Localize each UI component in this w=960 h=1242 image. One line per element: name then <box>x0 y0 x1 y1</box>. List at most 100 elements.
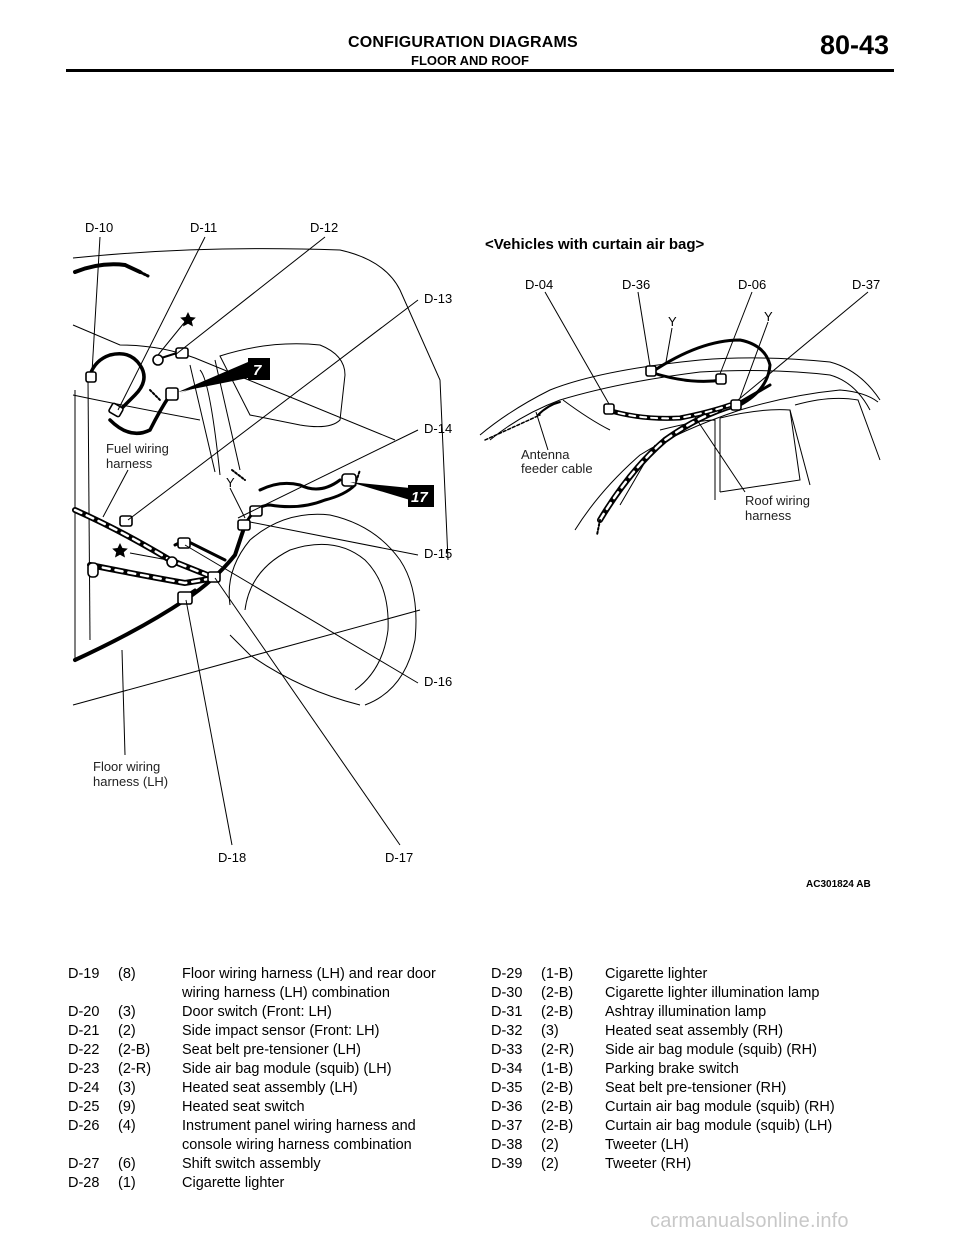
connector-description: Curtain air bag module (squib) (LH) <box>605 1118 833 1134</box>
legend-row: D-36(2-B)Curtain air bag module (squib) … <box>491 1098 911 1117</box>
connector-description: Instrument panel wiring harness and cons… <box>182 1118 416 1153</box>
legend-row: D-27(6)Shift switch assembly <box>68 1155 468 1174</box>
pin-count: (2-B) <box>541 1004 574 1020</box>
pin-count: (2-B) <box>541 985 574 1001</box>
pin-count: (2-R) <box>541 1042 575 1058</box>
connector-description: Side air bag module (squib) (RH) <box>605 1042 817 1058</box>
connector-description: Shift switch assembly <box>182 1156 321 1172</box>
connector-description: Heated seat switch <box>182 1099 305 1115</box>
connector-description: Cigarette lighter <box>182 1175 285 1191</box>
connector-id: D-34 <box>491 1061 523 1077</box>
connector-description: Door switch (Front: LH) <box>182 1004 332 1020</box>
page-title: CONFIGURATION DIAGRAMS <box>348 34 578 51</box>
legend-row: D-33(2-R)Side air bag module (squib) (RH… <box>491 1041 911 1060</box>
connector-label: D-15 <box>424 546 452 561</box>
connector-description: Floor wiring harness (LH) and rear door … <box>182 966 436 1001</box>
connector-description: Seat belt pre-tensioner (RH) <box>605 1080 787 1096</box>
pin-count: (2) <box>541 1156 559 1172</box>
roof-harness-label: Roof wiring <box>745 493 810 508</box>
left-labels: D-10 D-11 D-12 D-13 D-14 D-15 D-16 D-17 … <box>85 220 452 865</box>
connector-description: Cigarette lighter <box>605 966 708 982</box>
y-mark: Y <box>226 475 235 490</box>
legend-row: D-35 (2-B) Seat belt pre-tensioner (RH) <box>491 1079 911 1098</box>
left-vehicle-outline <box>72 248 449 706</box>
right-leader-lines <box>535 291 869 493</box>
right-labels: D-04 D-36 D-06 D-37 Y Y Antenna feeder c… <box>521 277 880 523</box>
pin-count: (3) <box>118 1080 136 1096</box>
connector-id: D-31 <box>491 1004 523 1020</box>
pin-count: (2-R) <box>118 1061 152 1077</box>
legend-row: D-19 (8) Floor wiring harness (LH) and rea… <box>68 965 468 1003</box>
antenna-label: feeder cable <box>521 461 593 476</box>
pin-count: (3) <box>541 1023 559 1039</box>
connector-id: D-35 <box>491 1080 523 1096</box>
pin-count: (3) <box>118 1004 136 1020</box>
badge-17: 17 <box>350 482 434 507</box>
fuel-harness-label: harness <box>106 456 153 471</box>
pin-count: (1-B) <box>541 1061 574 1077</box>
connector-label: D-18 <box>218 850 246 865</box>
connector-id: D-36 <box>491 1099 523 1115</box>
connector-label: D-16 <box>424 674 452 689</box>
legend-row: D-32 (3) Heated seat assembly (RH) <box>491 1022 911 1041</box>
pin-count: (2-B) <box>118 1042 151 1058</box>
connector-id: D-22 <box>68 1042 100 1058</box>
legend-row: D-29(1-B)Cigarette lighter <box>491 965 911 984</box>
right-vehicle-outline <box>479 357 881 531</box>
curtain-airbag-title: <Vehicles with curtain air bag> <box>485 236 704 253</box>
legend-row: D-23 (2-R) Side air bag module (squib) (LH… <box>68 1060 468 1079</box>
svg-text:17: 17 <box>411 489 428 506</box>
connector-label: D-04 <box>525 277 553 292</box>
legend-row: D-34(1-B)Parking brake switch <box>491 1060 911 1079</box>
legend-row: D-28(1)Cigarette lighter <box>68 1174 468 1193</box>
legend-row: D-21 (2) Side impact sensor (Front: LH) <box>68 1022 468 1041</box>
antenna-label: Antenna <box>521 447 570 462</box>
pin-count: (1) <box>118 1175 136 1191</box>
connector-id: D-26 <box>68 1118 100 1134</box>
pin-count: (8) <box>118 966 136 982</box>
connector-id: D-19 <box>68 966 100 982</box>
connector-description: Side impact sensor (Front: LH) <box>182 1023 380 1039</box>
page-subtitle: FLOOR AND ROOF <box>411 53 529 68</box>
figure-code: AC301824 AB <box>806 879 871 890</box>
pin-count: (9) <box>118 1099 136 1115</box>
pin-count: (2) <box>118 1023 136 1039</box>
connector-description: Side air bag module (squib) (LH) <box>182 1061 392 1077</box>
left-leader-lines <box>91 236 419 846</box>
connector-description: Seat belt pre-tensioner (LH) <box>182 1042 361 1058</box>
legend-row: D-26(4)Instrument panel wiring harness a… <box>68 1117 468 1155</box>
connector-label: D-37 <box>852 277 880 292</box>
legend-row: D-31(2-B)Ashtray illumination lamp <box>491 1003 911 1022</box>
legend-row: D-25 (9) Heated seat switch <box>68 1098 468 1117</box>
legend-row: D-30(2-B)Cigarette lighter illumination … <box>491 984 911 1003</box>
pin-count: (1-B) <box>541 966 574 982</box>
y-mark: Y <box>668 314 677 329</box>
connector-id: D-27 <box>68 1156 100 1172</box>
fuel-harness-label: Fuel wiring <box>106 441 169 456</box>
connector-id: D-21 <box>68 1023 100 1039</box>
connector-description: Heated seat assembly (LH) <box>182 1080 358 1096</box>
legend-row: D-20 (3) Door switch (Front: LH) <box>68 1003 468 1022</box>
connector-description: Tweeter (RH) <box>605 1156 692 1172</box>
connector-description: Tweeter (LH) <box>605 1137 689 1153</box>
roof-harness-label: harness <box>745 508 792 523</box>
legend-row: D-24(3)Heated seat assembly (LH) <box>68 1079 468 1098</box>
connector-id: D-39 <box>491 1156 523 1172</box>
connector-id: D-23 <box>68 1061 100 1077</box>
connector-id: D-32 <box>491 1023 523 1039</box>
connector-id: D-25 <box>68 1099 100 1115</box>
connector-id: D-20 <box>68 1004 100 1020</box>
watermark: carmanualsonline.info <box>650 1210 849 1232</box>
configuration-diagram: 7 17 D-10 D-11 D-12 D-13 D-14 D-15 D-16 … <box>72 220 881 890</box>
pin-count: (2) <box>541 1137 559 1153</box>
connector-legend-left: D-19 (8) Floor wiring harness (LH) and rea… <box>68 965 468 1193</box>
pin-count: (2-B) <box>541 1080 574 1096</box>
connector-description: Cigarette lighter illumination lamp <box>605 985 820 1001</box>
floor-harness-label: harness (LH) <box>93 774 168 789</box>
badge-7: 7 <box>178 358 270 393</box>
connector-label: D-06 <box>738 277 766 292</box>
legend-row: D-38(2)Tweeter (LH) <box>491 1136 911 1155</box>
connector-label: D-11 <box>190 220 217 235</box>
connector-description: Heated seat assembly (RH) <box>605 1023 784 1039</box>
